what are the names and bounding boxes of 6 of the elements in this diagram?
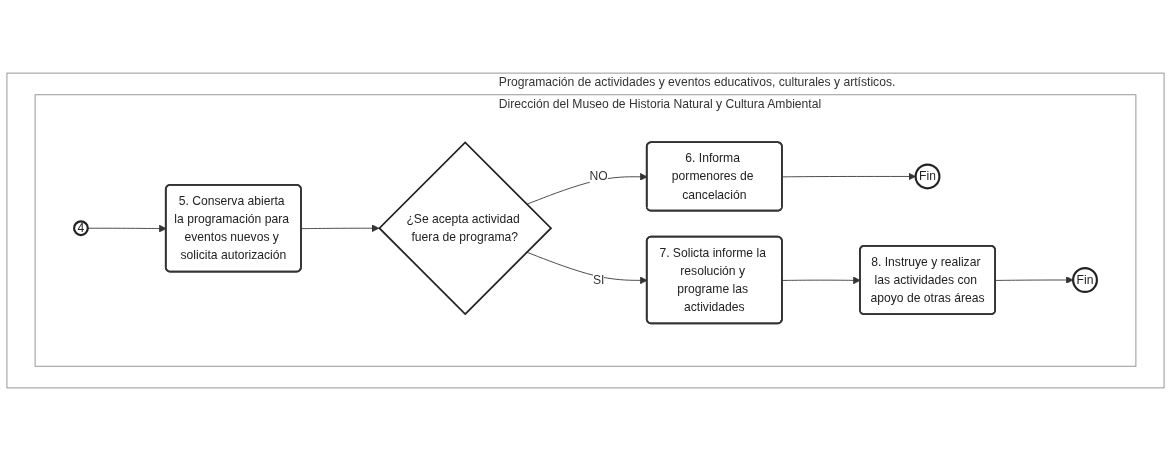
node-circle: Fin	[914, 163, 941, 190]
node-diamond: ¿Se acepta actividad fuera de programa?	[378, 141, 553, 316]
edge-label: SI	[592, 272, 605, 287]
edge-label: NO	[589, 169, 608, 183]
node-circle: Fin	[1072, 267, 1098, 293]
node-circle: 4	[73, 220, 89, 237]
